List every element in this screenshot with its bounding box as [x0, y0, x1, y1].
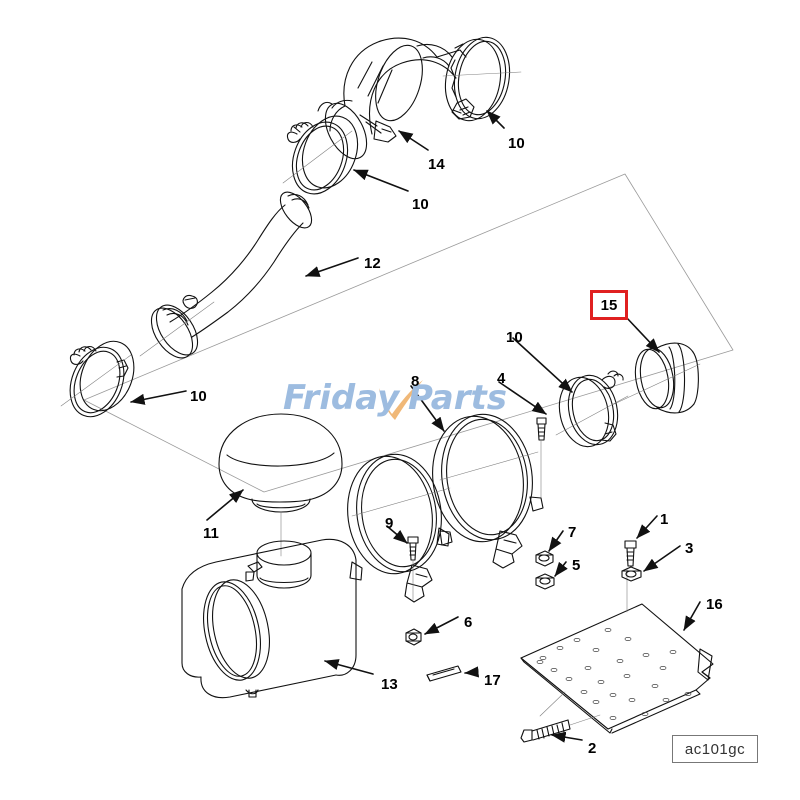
callout-11: 11	[203, 525, 219, 542]
callout-6: 6	[464, 614, 473, 631]
leader-16	[683, 601, 701, 631]
callout-8: 8	[411, 373, 420, 390]
leader-6	[424, 616, 459, 635]
part-11-air-cleaner-cap	[218, 413, 343, 557]
leader-10-topright	[486, 110, 505, 129]
drawing-id-box: ac101gc	[672, 735, 758, 763]
callout-10-left: 10	[190, 388, 207, 405]
leader-2	[551, 731, 583, 743]
leader-11	[206, 489, 244, 521]
callout-13: 13	[381, 676, 398, 693]
callout-7: 7	[568, 524, 577, 541]
callout-10-rightmid: 10	[506, 329, 523, 346]
part-9-inner-ring	[347, 453, 453, 603]
part-4-bolt	[536, 417, 547, 499]
drawing-id-text: ac101gc	[684, 740, 746, 758]
leader-9	[387, 526, 408, 544]
leader-14	[398, 130, 429, 151]
callout-17: 17	[484, 672, 501, 689]
callout-14: 14	[428, 156, 445, 173]
part-17-retaining-strip	[426, 665, 462, 682]
leader-3	[643, 545, 681, 572]
part-10-clamp-upper-middle	[282, 115, 359, 195]
construction-boundary	[83, 173, 734, 493]
callout-10-topright: 10	[508, 135, 525, 152]
part-2-capscrew	[520, 714, 601, 743]
callout-3: 3	[685, 540, 694, 557]
callout-12: 12	[364, 255, 381, 272]
part-8-outer-ring	[432, 413, 544, 569]
part-3-washer	[621, 566, 642, 582]
part-1-bolt	[624, 540, 637, 567]
part-10-clamp-left	[60, 340, 135, 418]
part-16-mounting-plate	[520, 567, 714, 734]
part-10-clamp-top-right	[442, 36, 522, 122]
callout-1: 1	[660, 511, 669, 528]
leader-4	[498, 381, 547, 415]
part-12-intake-tube	[139, 191, 313, 359]
leader-10-rightmid	[512, 337, 573, 393]
leader-15	[625, 316, 660, 353]
part-13-air-cleaner-housing	[181, 538, 357, 699]
leader-5	[554, 561, 568, 577]
part-10-clamp-right-middle	[555, 370, 629, 448]
callout-4: 4	[497, 370, 506, 387]
part-6-nut	[405, 628, 422, 646]
callout-2: 2	[588, 740, 597, 757]
leader-17	[464, 666, 480, 678]
leader-10-uppermid	[353, 169, 409, 192]
part-5-washer	[535, 573, 555, 590]
leader-13	[324, 659, 374, 675]
part-9-bolt	[407, 536, 419, 601]
part-7-nut	[535, 550, 554, 567]
callout-15-label: 15	[600, 296, 618, 314]
callout-10-uppermid: 10	[412, 196, 429, 213]
leader-1	[636, 515, 658, 539]
leader-7	[548, 530, 564, 552]
callout-9: 9	[385, 515, 394, 532]
leader-10-left	[130, 390, 187, 405]
leader-8	[410, 385, 445, 432]
part-15-connector-tube	[611, 342, 701, 414]
leader-12	[305, 257, 359, 277]
part-14-elbow-hose	[317, 37, 467, 160]
callout-5: 5	[572, 557, 581, 574]
callout-16: 16	[706, 596, 723, 613]
highlighted-callout-15: 15	[590, 290, 628, 320]
